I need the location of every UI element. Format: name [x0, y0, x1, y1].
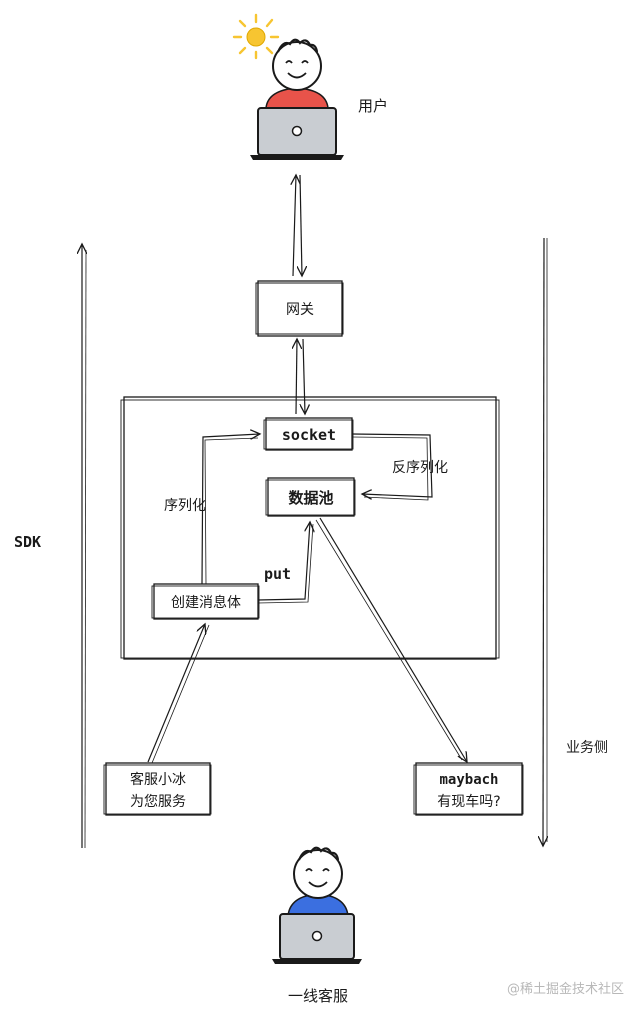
agent-label: 一线客服 — [288, 987, 348, 1005]
put-arrow — [257, 522, 313, 604]
agent-message-line2: 为您服务 — [130, 793, 186, 810]
create-message-label: 创建消息体 — [171, 594, 241, 611]
user-gateway-arrows — [293, 175, 302, 276]
deserialize-label: 反序列化 — [392, 460, 448, 476]
laptop-icon — [250, 107, 344, 160]
watermark-text: @稀土掘金技术社区 — [507, 981, 624, 997]
user-message-line2: 有现车吗? — [437, 793, 500, 810]
serialize-arrow — [201, 434, 260, 585]
gateway-socket-arrows — [296, 339, 305, 414]
agent-to-create-arrow — [147, 624, 210, 764]
data-pool-box — [265, 477, 356, 517]
sdk-label: SDK — [14, 533, 41, 551]
data-pool-label: 数据池 — [288, 489, 333, 507]
sdk-up-arrow — [82, 244, 86, 849]
sdk-container — [120, 396, 500, 660]
gateway-box — [255, 280, 344, 337]
deserialize-arrow — [351, 433, 433, 501]
socket-label: socket — [282, 426, 336, 444]
pool-to-customer-arrow — [315, 517, 467, 762]
business-down-arrow — [543, 237, 547, 846]
user-message-box — [413, 762, 524, 816]
laptop-icon — [272, 913, 362, 964]
put-label: put — [264, 565, 291, 583]
user-head — [272, 41, 322, 91]
gateway-label: 网关 — [286, 302, 314, 318]
agent-message-line1: 客服小冰 — [130, 771, 186, 788]
user-message-line1: maybach — [439, 772, 498, 788]
business-side-label: 业务侧 — [566, 740, 608, 756]
agent-figure — [272, 846, 362, 964]
user-figure — [232, 13, 344, 160]
agent-head — [293, 849, 343, 899]
sun-icon — [232, 13, 280, 60]
agent-message-box — [103, 762, 212, 816]
serialize-label: 序列化 — [164, 498, 206, 514]
user-label: 用户 — [358, 97, 388, 115]
